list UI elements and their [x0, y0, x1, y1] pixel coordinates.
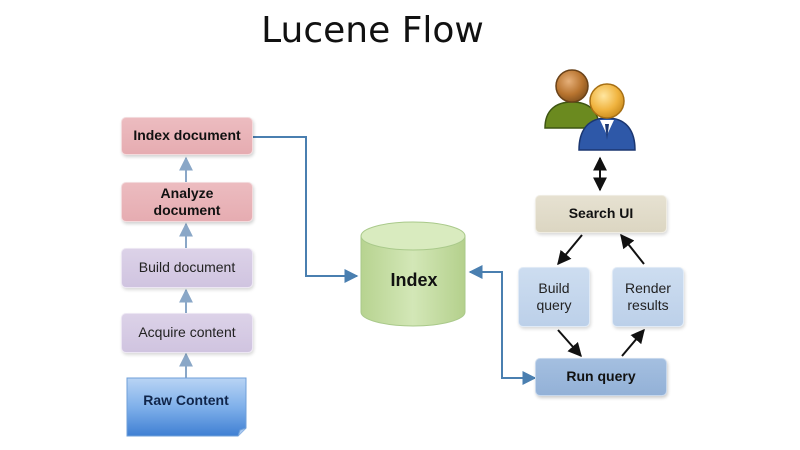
build-query-label-line1: Build: [538, 279, 570, 296]
build-query-label-line2: query: [536, 297, 572, 313]
page-title: Lucene Flow: [261, 10, 484, 51]
index-document-label: Index document: [133, 127, 241, 144]
arrow-render-results-to-search-ui: [620, 233, 645, 265]
acquire-content-label: Acquire content: [138, 324, 236, 341]
build-document-box: Build document: [121, 248, 253, 288]
analyze-document-label-line2: document: [153, 202, 221, 218]
arrow-search-ui-to-build-query: [557, 234, 583, 266]
search-ui-label: Search UI: [568, 205, 634, 222]
arrow-run-query-to-render-results: [621, 328, 645, 357]
render-results-label-line1: Render: [625, 279, 671, 296]
render-results-box: Render results: [612, 267, 684, 327]
build-query-box: Build query: [518, 267, 590, 327]
arrow-build-query-to-run-query: [557, 329, 582, 358]
run-query-label: Run query: [566, 368, 636, 385]
run-query-box: Run query: [535, 358, 667, 396]
connector-index-doc-to-index: [253, 136, 359, 283]
acquire-content-box: Acquire content: [121, 313, 253, 353]
connector-run-query-to-index: [468, 265, 537, 385]
index-label: Index: [390, 270, 438, 290]
raw-content-label: Raw Content: [143, 392, 229, 408]
analyze-document-label-line1: Analyze: [160, 184, 214, 201]
analyze-document-box: Analyze document: [121, 182, 253, 222]
index-cylinder: [360, 221, 466, 327]
index-document-box: Index document: [121, 117, 253, 155]
render-results-label-line2: results: [627, 297, 669, 313]
search-ui-box: Search UI: [535, 195, 667, 233]
raw-content-fold: [237, 427, 247, 437]
build-document-label: Build document: [138, 259, 236, 276]
users-icon: [544, 69, 636, 151]
